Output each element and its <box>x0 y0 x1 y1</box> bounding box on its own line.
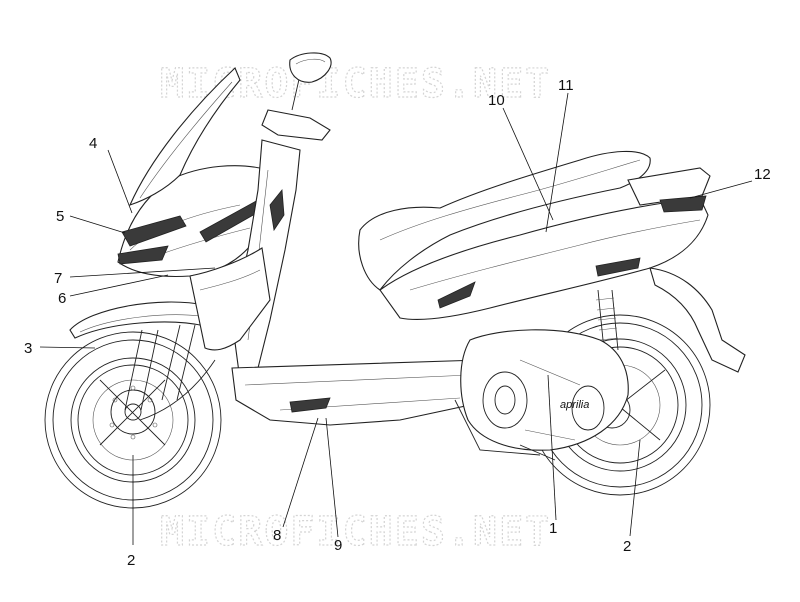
callout-6: 6 <box>58 290 66 307</box>
rear-fender <box>649 267 746 373</box>
callout-1: 1 <box>549 520 557 537</box>
svg-text:aprilia: aprilia <box>560 399 589 411</box>
rear-rack-taillight <box>627 167 711 213</box>
callout-9: 9 <box>334 537 342 554</box>
callout-11: 11 <box>558 77 574 94</box>
seat <box>358 150 651 291</box>
callout-4: 4 <box>89 135 97 152</box>
leader-lines <box>39 92 753 545</box>
callout-8: 8 <box>273 527 281 544</box>
callout-2-rear: 2 <box>623 538 631 555</box>
headlight <box>117 199 263 265</box>
handlebar-and-mirror <box>261 52 332 141</box>
watermark-bottom: MICROFICHES.NET <box>160 509 551 555</box>
callout-3: 3 <box>24 340 32 357</box>
windscreen <box>128 67 241 206</box>
front-side-panel <box>189 247 271 351</box>
floorboard <box>231 359 489 426</box>
engine-cvt-cover: aprilia <box>460 329 629 451</box>
rear-body <box>379 197 709 321</box>
callout-7: 7 <box>54 270 62 287</box>
callout-2-front: 2 <box>127 552 135 569</box>
callout-labels: 4 5 7 6 3 2 8 9 10 11 12 1 2 <box>24 77 771 569</box>
callout-5: 5 <box>56 208 64 225</box>
rear-shock <box>595 289 619 351</box>
front-fork <box>124 324 216 421</box>
callout-12: 12 <box>754 166 771 183</box>
center-stand <box>454 399 556 461</box>
callout-10: 10 <box>488 92 505 109</box>
